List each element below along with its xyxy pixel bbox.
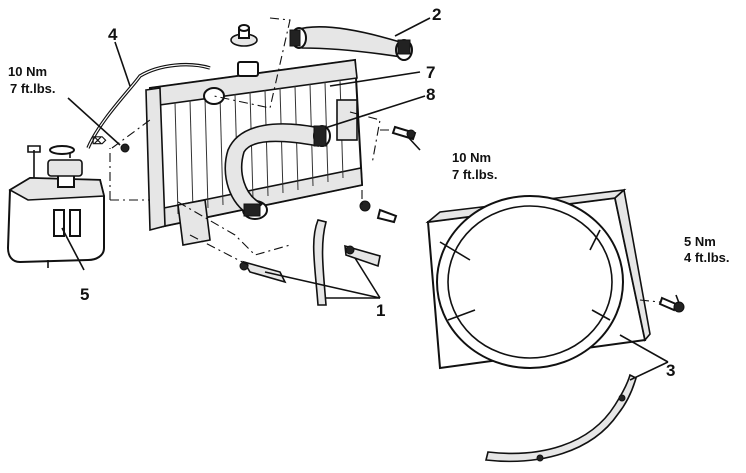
callout-4: 4: [108, 25, 118, 44]
callout-7: 7: [426, 63, 435, 82]
torque-left-nm: 10 Nm: [8, 64, 47, 79]
leader-lines: [61, 17, 680, 381]
radiator-bolt-right: [391, 125, 417, 141]
callout-3: 3: [666, 361, 675, 380]
torque-shroud-ftlbs: 4 ft.lbs.: [684, 250, 730, 265]
fan-shroud: [425, 188, 651, 370]
torque-shroud-nm: 5 Nm: [684, 234, 716, 249]
callout-1: 1: [376, 301, 385, 320]
radiator-cap: [230, 24, 258, 47]
svg-text:⌦: ⌦: [92, 136, 107, 147]
torque-right-ftlbs: 7 ft.lbs.: [452, 167, 498, 182]
callout-2: 2: [432, 5, 441, 24]
callout-8: 8: [426, 85, 435, 104]
callout-5: 5: [80, 285, 89, 304]
lower-shroud: [485, 373, 637, 463]
tank-bolt: ⌦: [92, 136, 130, 153]
torque-left-ftlbs: 7 ft.lbs.: [10, 81, 56, 96]
shroud-bolt: [658, 296, 685, 313]
radiator: [145, 58, 364, 246]
upper-radiator-hose: [289, 25, 413, 61]
torque-right-nm: 10 Nm: [452, 150, 491, 165]
coolant-reserve-tank: [6, 145, 106, 268]
lower-radiator-hose: [224, 123, 331, 217]
